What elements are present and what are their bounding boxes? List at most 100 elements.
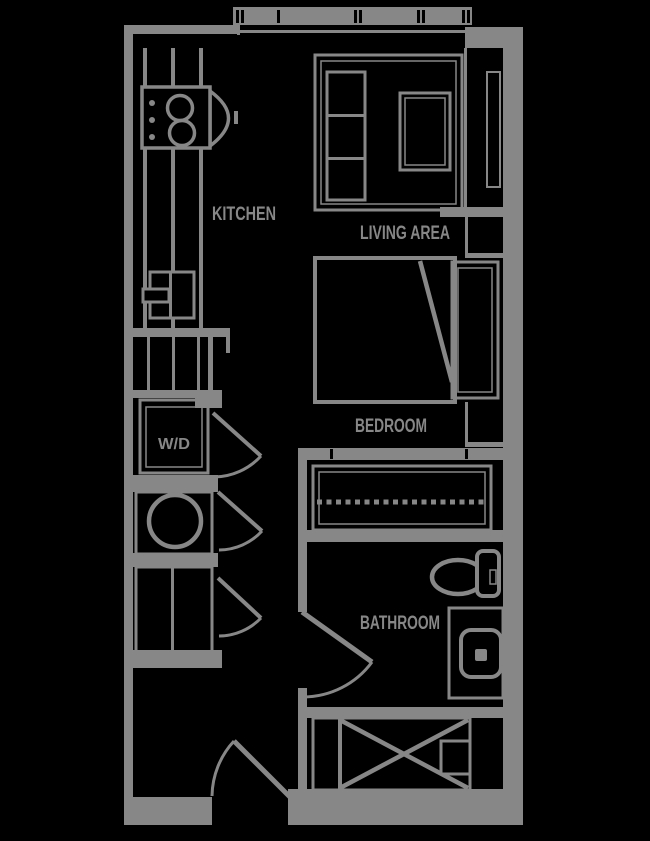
window-band [233,7,472,35]
door-swing-arc [213,454,263,479]
cabinet-front [208,337,213,393]
wall-right [503,27,523,825]
toilet-flush-detail [489,569,497,585]
window-mullion [422,10,425,23]
bedroom-closet [298,448,523,612]
knob-icon [149,134,155,140]
shower-step [439,739,472,776]
drain-icon [475,649,487,661]
window-mullion [277,10,280,23]
wall-bathroom-shower [298,707,523,718]
vanity-sink [459,628,503,679]
right-niches [440,48,503,447]
table-outline [398,91,452,172]
cushion-divider [327,157,365,160]
window-glazing [233,7,472,25]
door-leaf [216,576,263,620]
wall-below-wd [124,475,218,492]
door-leaf [216,490,264,533]
room-label-bathroom: BATHROOM [360,613,440,634]
window-mullion [417,10,420,23]
wall-bottom-left [124,797,212,825]
headboard [450,260,500,400]
wall-left [124,25,133,825]
closet-outline-inner [318,471,486,525]
room-labels: KITCHEN LIVING AREA BEDROOM W/D BATHROOM [158,204,450,634]
walls [124,25,523,825]
stove [140,85,238,150]
burner-icon [167,118,197,148]
sofa-outline-inner [320,60,457,205]
water-heater-closet [134,490,264,556]
niche-bottom-line [465,442,503,447]
window-mullion [354,10,357,23]
shower [311,716,472,792]
window-mullion [462,10,465,23]
washer-dryer-closet [138,398,263,479]
room-label-bedroom: BEDROOM [355,416,427,437]
cabinet-line [147,337,150,390]
door-swing-arc [210,739,236,797]
mattress [313,256,457,404]
kitchen-counter [133,48,230,353]
faucet-icon [141,287,171,304]
cushion-divider [327,114,365,117]
door-leaf [211,411,263,458]
room-label-washer-dryer: W/D [158,436,190,453]
entry-door [210,739,295,802]
wall-gap [330,449,333,459]
headboard-inner [457,267,493,393]
window-inner-line [237,30,467,33]
wall-below-closet [124,650,222,668]
niche-side-line [465,217,468,253]
wall-below-pantry [133,390,222,398]
wall-kitchen-bottom [133,328,230,337]
wall-gap [465,449,468,459]
window-mullion [241,10,244,23]
window-mullion [359,10,362,23]
table-outline-inner [404,97,446,166]
bed [313,256,500,404]
coffee-table [398,91,452,172]
door-swing-arc [218,529,264,552]
wd-box [138,398,210,475]
niche-side-line [465,402,468,442]
pantry-cabinet [133,337,222,408]
shower-curb-line [338,718,342,790]
counter-tick [234,111,238,124]
knob-icon [149,117,155,123]
closet-divider [171,567,174,652]
cabinet-line [172,337,175,390]
sofa-outline [313,53,464,212]
wall-bottom-right [288,789,523,825]
shower-x-mark [338,718,470,790]
counter-front-line [199,48,203,328]
sofa-cushions [325,70,367,202]
living-right-line [464,48,467,208]
knob-icon [149,100,155,106]
window-mullion [236,10,239,23]
toilet [429,549,501,598]
niche-bottom-line [465,253,503,258]
wall-panel [486,71,501,188]
window-mullion [467,10,470,23]
wall-top-left [124,25,237,34]
closet-outline [311,464,493,532]
wall-below-heater [124,553,218,567]
cabinet-line [197,337,200,390]
room-label-living-area: LIVING AREA [360,223,450,244]
wd-box-inner [145,406,203,468]
bed-sheet-fold [417,260,455,383]
vanity [447,606,505,700]
wall-closet-bathroom [298,530,523,542]
wall-bathroom-left-lower [298,688,307,797]
door-leaf [232,739,295,802]
sofa [313,53,464,212]
door-swing-arc [302,661,374,699]
door-leaf [300,609,374,665]
water-heater-icon [146,492,204,550]
counter-curve [208,87,231,150]
hall-closet [134,565,263,654]
wall-living-niche [440,207,503,217]
